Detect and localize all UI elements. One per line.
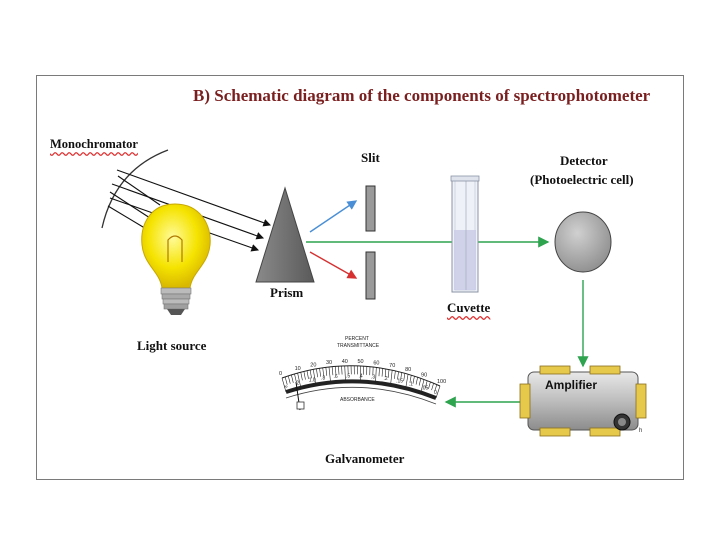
- transmittance-scale: 0 10 20 30 40 50 60 70 80 90 100: [279, 359, 446, 385]
- transmittance-tick-label: 100: [437, 379, 446, 385]
- absorbance-tick-label: .15: [396, 378, 403, 384]
- detector-sublabel: (Photoelectric cell): [530, 172, 634, 187]
- absorbance-tick-label: 2: [296, 380, 299, 386]
- transmittance-tick-label: 60: [373, 360, 379, 366]
- meter-tick: [425, 380, 428, 388]
- galvanometer-label: Galvanometer: [325, 451, 405, 466]
- amplifier-badge: h: [639, 428, 643, 434]
- absorbance-tick-label: .1: [409, 382, 413, 388]
- meter-tick: [291, 374, 294, 383]
- meter-tick: [281, 377, 287, 393]
- meter-tick: [306, 370, 309, 379]
- meter-tick: [319, 368, 321, 377]
- meter-tick: [418, 378, 422, 386]
- absorbance-tick-label: .5: [346, 373, 350, 379]
- absorbance-tick-label: 0: [434, 390, 437, 396]
- absorbance-tick-label: .3: [371, 374, 375, 380]
- absorbance-tick-label: 1.0: [309, 378, 316, 384]
- meter-tick: [435, 385, 441, 399]
- meter-tick: [294, 373, 297, 383]
- absorbance-scale: ∞ 2 1.0 .8 .6 .5 .4 .3 .2 .15 .1 .05 0: [284, 373, 437, 396]
- absorbance-tick-label: .6: [334, 374, 338, 380]
- monochromator-mirror: [101, 149, 169, 229]
- slit: [365, 185, 376, 300]
- meter-tick: [309, 369, 312, 379]
- meter-tick: [384, 368, 387, 378]
- meter-tick: [312, 369, 316, 385]
- meter-tick: [303, 371, 306, 380]
- diagram-frame: [36, 75, 684, 480]
- meter-tick: [316, 368, 318, 378]
- prism: [255, 186, 315, 283]
- meter-tick: [334, 366, 337, 375]
- meter-tick: [409, 375, 412, 383]
- meter-tick: [420, 379, 425, 393]
- meter-tick: [287, 375, 291, 384]
- light-source-label: Light source: [137, 338, 207, 353]
- meter-tick: [328, 366, 331, 383]
- meter-tick: [387, 369, 390, 378]
- meter-caption-top-1: PERCENT: [345, 336, 369, 342]
- transmittance-tick-label: 20: [310, 362, 316, 368]
- detector-cell: [554, 211, 612, 273]
- meter-tick: [375, 367, 377, 383]
- meter-tick: [284, 376, 288, 385]
- light-bulb: [141, 203, 211, 315]
- meter-tick: [412, 376, 415, 384]
- meter-tick: [434, 384, 438, 392]
- absorbance-tick-label: ∞: [284, 384, 288, 390]
- meter-tick: [405, 374, 409, 389]
- transmittance-tick-label: 70: [389, 363, 395, 369]
- prism-label: Prism: [270, 285, 304, 300]
- transmittance-tick-label: 90: [421, 372, 427, 378]
- meter-tick: [428, 381, 431, 389]
- meter-tick: [331, 366, 334, 376]
- meter-tick: [341, 365, 343, 375]
- absorbance-tick-label: .2: [384, 376, 388, 382]
- monochromator-label: Monochromator: [50, 137, 138, 151]
- meter-tick: [344, 365, 346, 382]
- meter-ticks: [281, 365, 441, 399]
- transmittance-tick-label: 40: [342, 359, 348, 365]
- meter-tick: [403, 373, 406, 382]
- transmittance-tick-label: 50: [358, 359, 364, 365]
- cuvette-label: Cuvette: [447, 300, 491, 315]
- cuvette: [450, 175, 480, 293]
- amplifier-label: Amplifier: [545, 378, 598, 392]
- absorbance-tick-label: .4: [359, 374, 363, 380]
- transmittance-tick-label: 0: [279, 371, 282, 377]
- meter-tick: [394, 370, 396, 379]
- meter-tick: [381, 368, 383, 377]
- meter-tick: [325, 367, 328, 376]
- absorbance-tick-label: .05: [421, 385, 428, 391]
- meter-tick: [400, 372, 403, 381]
- blue-ray: [309, 200, 358, 233]
- meter-caption-top-2: TRANSMITTANCE: [337, 343, 380, 349]
- meter-caption-bottom: ABSORBANCE: [340, 397, 375, 403]
- absorbance-tick-label: .8: [321, 375, 325, 381]
- diagram-title: B) Schematic diagram of the components o…: [193, 86, 651, 105]
- transmittance-tick-label: 10: [295, 366, 301, 372]
- meter-tick: [378, 367, 380, 377]
- meter-tick: [338, 366, 340, 375]
- meter-tick: [297, 372, 302, 388]
- meter-tick: [300, 372, 303, 381]
- meter-tick: [415, 377, 418, 385]
- amplifier-box: [519, 365, 647, 437]
- meter-tick: [390, 370, 393, 385]
- transmittance-tick-label: 80: [405, 367, 411, 373]
- meter-tick: [322, 367, 325, 377]
- red-ray: [309, 251, 358, 279]
- meter-tick: [397, 371, 399, 380]
- transmittance-tick-label: 30: [326, 360, 332, 366]
- slit-label: Slit: [361, 150, 380, 165]
- meter-tick: [431, 383, 434, 391]
- detector-label: Detector: [560, 153, 608, 168]
